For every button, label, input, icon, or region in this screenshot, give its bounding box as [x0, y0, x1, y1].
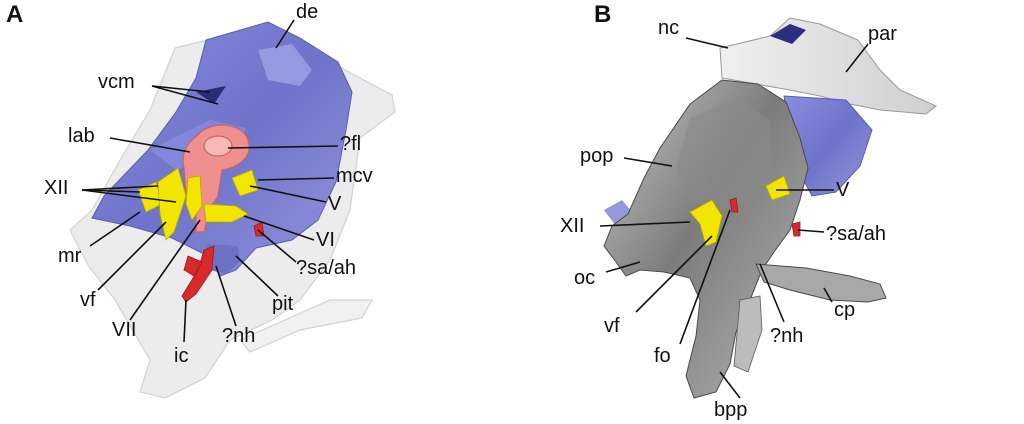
panel-b-vessels — [729, 197, 801, 237]
label-de: de — [296, 1, 318, 23]
label-v-a: V — [328, 193, 342, 215]
label-ic: ic — [174, 345, 188, 367]
label-nc: nc — [658, 17, 679, 39]
label-pit: pit — [272, 293, 294, 315]
label-sa-ah-b: ?sa/ah — [826, 223, 886, 245]
panel-a-leaders — [81, 19, 339, 343]
label-xii-b: XII — [560, 215, 584, 237]
panel-b-parietal — [719, 17, 937, 115]
label-vf-a: vf — [80, 289, 96, 311]
label-nh-b: ?nh — [770, 325, 803, 347]
panel-a-vessels — [181, 221, 265, 303]
label-sa-ah-a: ?sa/ah — [296, 257, 356, 279]
label-par: par — [868, 23, 897, 45]
label-cp: cp — [834, 299, 855, 321]
panel-a: A — [6, 1, 396, 399]
panel-b-cranial-nerves — [689, 175, 791, 247]
label-mr: mr — [58, 245, 82, 267]
label-fl: ?fl — [340, 133, 361, 155]
label-lab: lab — [68, 125, 95, 147]
label-nh-a: ?nh — [222, 325, 255, 347]
label-fo: fo — [654, 345, 671, 367]
label-vf-b: vf — [604, 315, 620, 337]
label-mcv: mcv — [336, 165, 373, 187]
label-v-b: V — [836, 179, 850, 201]
label-vi: VI — [316, 229, 335, 251]
panel-b-letter: B — [594, 1, 611, 28]
label-bpp: bpp — [714, 399, 747, 421]
label-vii: VII — [112, 319, 136, 341]
panel-b: B — [560, 1, 937, 421]
label-oc: oc — [574, 267, 595, 289]
label-vcm: vcm — [98, 71, 135, 93]
panel-b-leaders — [599, 37, 869, 399]
label-xii-a: XII — [44, 177, 68, 199]
panel-a-letter: A — [6, 1, 23, 28]
label-pop: pop — [580, 145, 613, 167]
